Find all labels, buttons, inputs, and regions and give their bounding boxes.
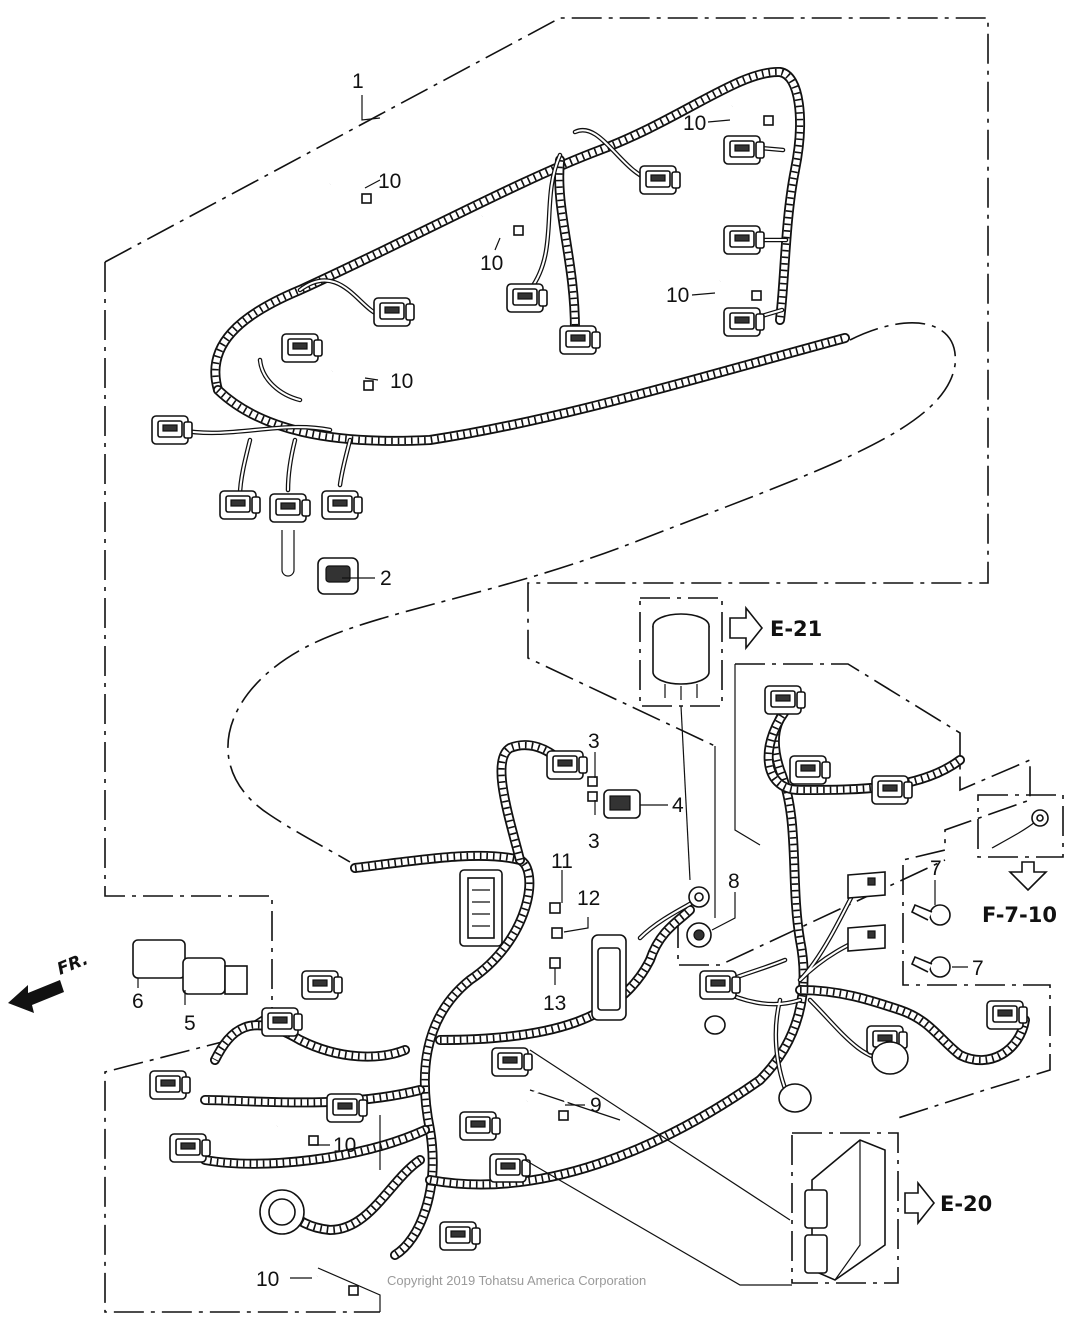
ground-terminal	[686, 886, 712, 948]
harness-clip	[330, 358, 375, 392]
callout-10: 10	[333, 1134, 356, 1157]
mounting-brackets	[847, 871, 886, 952]
round-connector	[259, 1189, 305, 1235]
sensor-boundary	[677, 859, 946, 966]
harness-clip	[315, 1263, 360, 1297]
harness-connector	[219, 490, 261, 520]
right-harness-boundary	[735, 663, 1051, 1119]
harness-clip	[718, 268, 763, 302]
harness-connector	[373, 297, 415, 327]
harness-connector	[506, 283, 548, 313]
harness-connector	[546, 750, 588, 780]
harness-connector	[321, 490, 363, 520]
callout-10: 10	[683, 112, 706, 135]
callout-12: 12	[577, 887, 600, 910]
callout-11: 11	[551, 850, 573, 873]
callout-7: 7	[972, 957, 984, 980]
upper-harness-boundary	[104, 17, 989, 747]
terminals-11-12-13	[549, 902, 563, 969]
harness-clip	[328, 171, 373, 205]
reference-e20: E-20	[940, 1192, 992, 1216]
front-label: FR.	[54, 949, 91, 979]
ecu-e20	[791, 1132, 936, 1284]
harness-connector	[149, 1070, 191, 1100]
front-arrow	[8, 980, 64, 1013]
callout-6: 6	[132, 990, 144, 1013]
cap-part-4	[603, 789, 641, 819]
upper-harness	[151, 66, 850, 595]
harness-connector	[439, 1221, 481, 1251]
leader-box-lines	[714, 664, 761, 918]
callout-13: 13	[543, 992, 566, 1015]
callout-2: 2	[380, 567, 392, 590]
callout-4: 4	[672, 794, 684, 817]
round-sensor	[704, 1015, 909, 1113]
harness-connector	[326, 1093, 368, 1123]
harness-clip	[730, 93, 775, 127]
harness-connector	[301, 970, 343, 1000]
reference-f710: F-7-10	[982, 903, 1057, 927]
harness-connector	[269, 493, 311, 523]
fuse-holder	[591, 934, 627, 1021]
callout-9: 9	[590, 1094, 602, 1117]
harness-connector	[151, 415, 193, 445]
harness-connector	[489, 1153, 531, 1183]
copyright-notice: Copyright 2019 Tohatsu America Corporati…	[387, 1273, 646, 1288]
harness-connector	[723, 225, 765, 255]
callout-10: 10	[256, 1268, 279, 1291]
lower-harness	[132, 685, 1064, 1312]
harness-connector	[261, 1007, 303, 1037]
harness-connector	[764, 685, 806, 715]
ring-terminal-f710	[977, 794, 1064, 892]
harness-connector	[559, 325, 601, 355]
ecu-terminal-block	[459, 869, 503, 947]
harness-connector	[871, 775, 913, 805]
harness-connector	[639, 165, 681, 195]
callout-10: 10	[378, 170, 401, 193]
reference-e21: E-21	[770, 617, 822, 641]
harness-connector	[491, 1047, 533, 1077]
harness-connector	[281, 333, 323, 363]
cap-part-2	[317, 557, 359, 595]
harness-connector	[723, 135, 765, 165]
relay-e21	[639, 597, 764, 881]
callout-10: 10	[666, 284, 689, 307]
harness-connector	[986, 1000, 1028, 1030]
callout-3: 3	[588, 830, 600, 853]
harness-connector	[723, 307, 765, 337]
callout-8: 8	[728, 870, 740, 893]
callout-10: 10	[390, 370, 413, 393]
callout-7: 7	[930, 857, 942, 880]
callout-5: 5	[184, 1012, 196, 1035]
lower-harness-boundary	[104, 262, 380, 1313]
harness-connector	[169, 1133, 211, 1163]
bolt-part-7	[910, 903, 951, 978]
callout-3: 3	[588, 730, 600, 753]
harness-clip	[525, 1088, 570, 1122]
harness-clip	[480, 203, 525, 237]
harness-connector	[459, 1111, 501, 1141]
harness-clip	[275, 1113, 320, 1147]
callout-10: 10	[480, 252, 503, 275]
covers-5-6	[132, 939, 248, 995]
part-3-terminals	[587, 776, 598, 802]
callout-1: 1	[352, 70, 364, 93]
callout-leaders	[137, 95, 968, 1279]
harness-connector	[699, 970, 741, 1000]
cable-loop-outline	[227, 322, 956, 863]
harness-connector	[789, 755, 831, 785]
